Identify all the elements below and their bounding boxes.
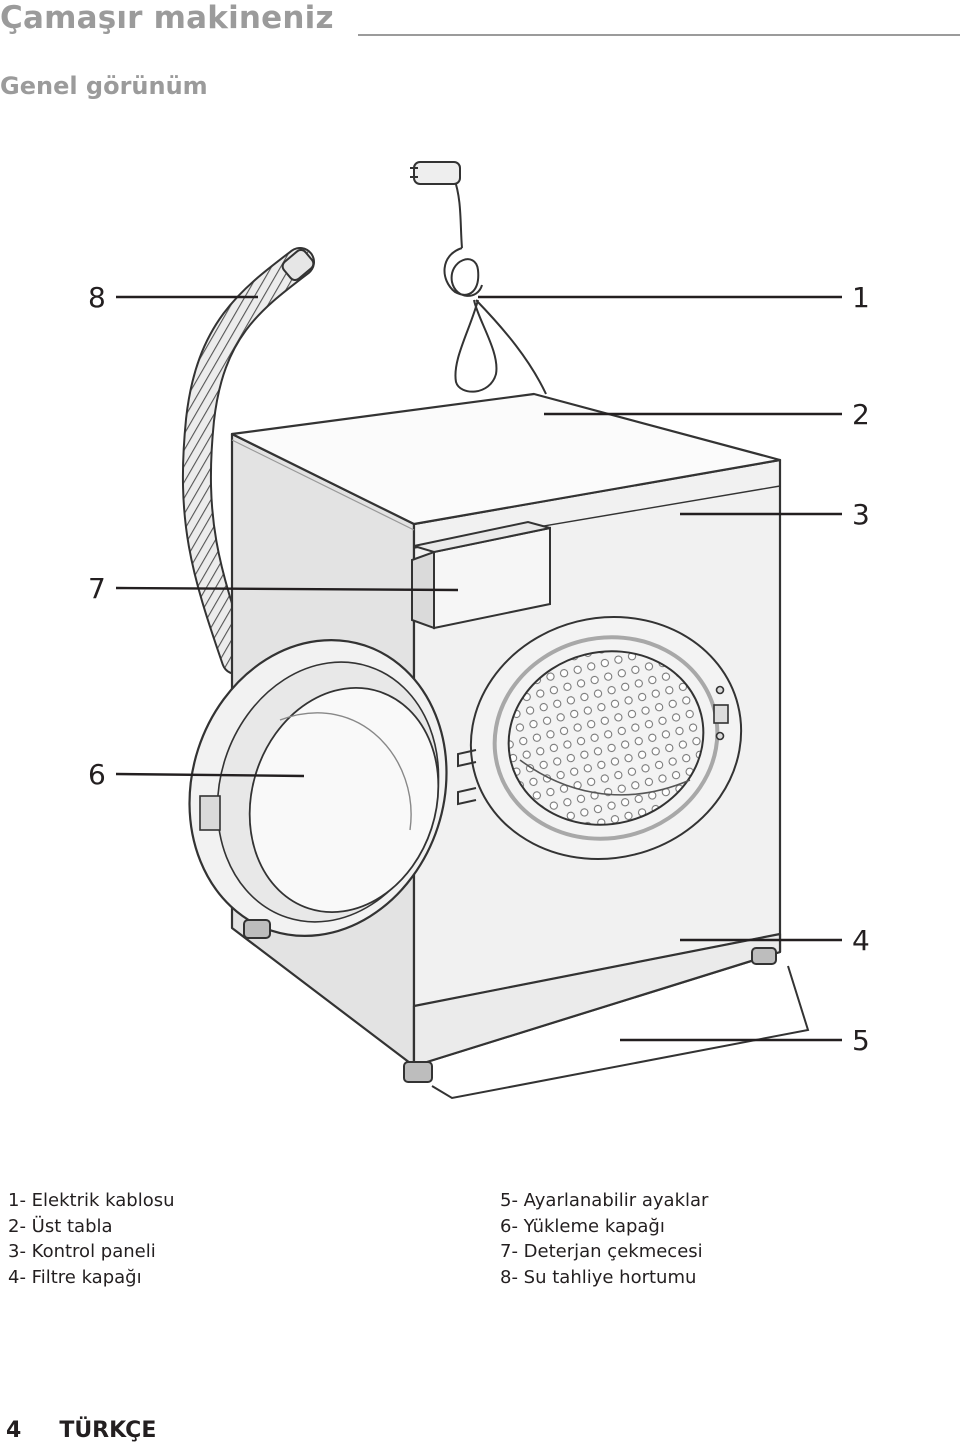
callout-7: 7 <box>88 572 106 605</box>
legend-left: 1- Elektrik kablosu 2- Üst tabla 3- Kont… <box>8 1188 175 1290</box>
legend-item: 6- Yükleme kapağı <box>500 1215 665 1237</box>
adjustable-feet <box>243 919 810 1100</box>
leader-lines <box>115 295 842 1042</box>
legend-item: 5- Ayarlanabilir ayaklar <box>500 1190 709 1211</box>
footer-language: TÜRKÇE <box>59 1418 157 1443</box>
drain-hose <box>181 247 315 675</box>
legend-item: 3- Kontrol paneli <box>8 1241 156 1262</box>
legend-item: 4- Filtre kapağı <box>8 1266 142 1288</box>
washing-machine-illustration: 1 2 3 4 5 6 7 8 <box>88 161 870 1100</box>
callout-1: 1 <box>852 281 870 314</box>
power-cable <box>410 161 547 395</box>
callout-6: 6 <box>88 758 106 791</box>
callout-4: 4 <box>852 924 870 957</box>
legend-item: 8- Su tahliye hortumu <box>500 1266 697 1288</box>
callout-2: 2 <box>852 398 870 431</box>
title-rule <box>358 34 960 36</box>
callout-8: 8 <box>88 281 106 314</box>
page-title: Çamaşır makineniz <box>0 0 334 36</box>
callout-3: 3 <box>852 498 870 531</box>
door-hinges <box>457 749 477 806</box>
page-footer: 4 TÜRKÇE <box>6 1418 156 1443</box>
drum-opening <box>469 616 743 860</box>
legend-item: 1- Elektrik kablosu <box>8 1190 175 1211</box>
page-number: 4 <box>6 1418 22 1443</box>
section-heading: Genel görünüm <box>0 72 208 100</box>
legend-right: 5- Ayarlanabilir ayaklar 6- Yükleme kapa… <box>500 1188 708 1290</box>
loading-door <box>188 639 448 937</box>
door-lock <box>713 685 729 741</box>
callout-5: 5 <box>852 1024 870 1057</box>
legend-item: 2- Üst tabla <box>8 1215 113 1237</box>
legend-item: 7- Deterjan çekmecesi <box>500 1241 703 1262</box>
